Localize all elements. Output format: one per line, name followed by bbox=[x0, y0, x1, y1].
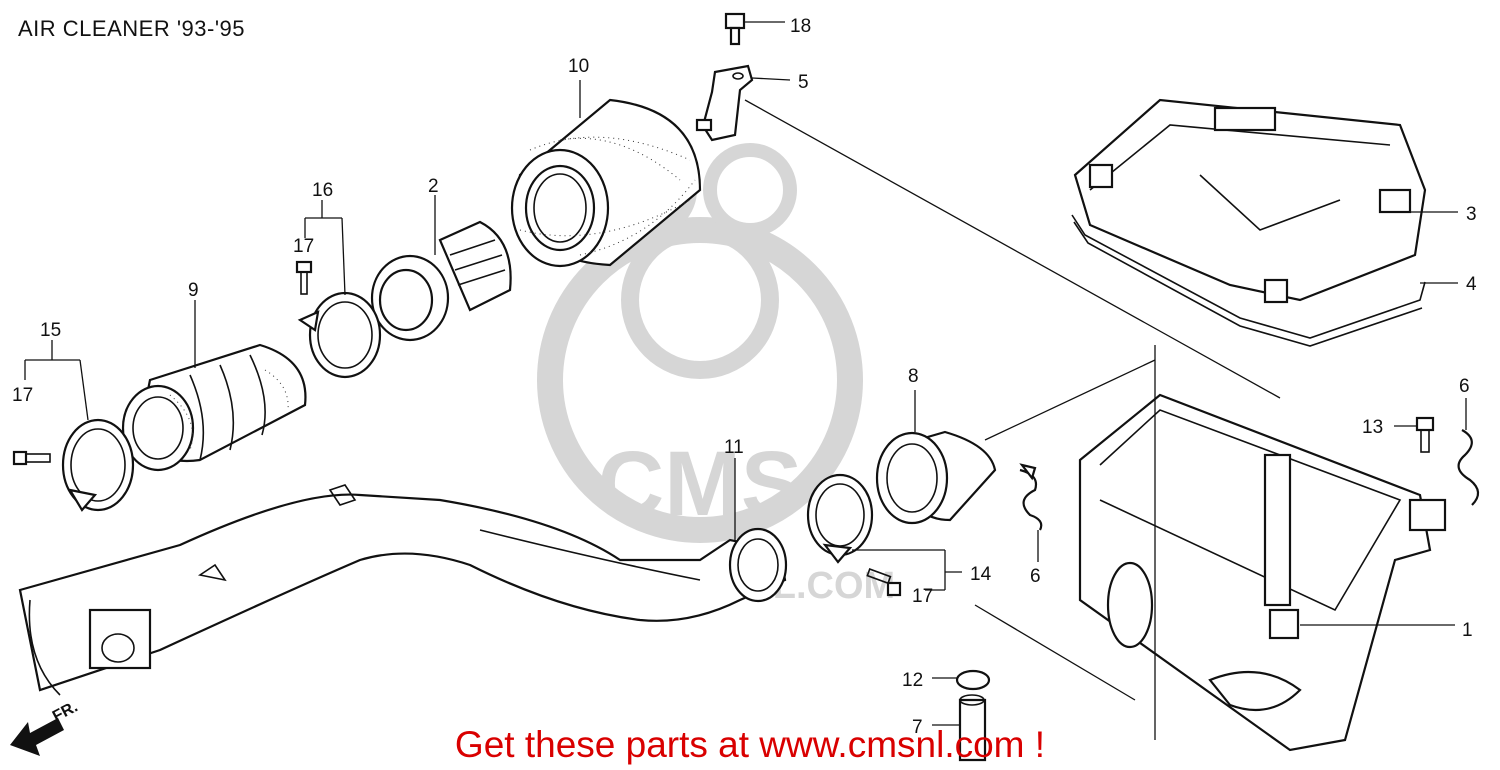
callout-5: 5 bbox=[798, 72, 809, 93]
callout-13: 13 bbox=[1362, 417, 1383, 438]
callout-2: 2 bbox=[428, 176, 439, 197]
callout-9: 9 bbox=[188, 280, 199, 301]
part-5-bracket bbox=[695, 64, 1281, 399]
part-2-filter-holder bbox=[370, 195, 512, 342]
callout-11: 11 bbox=[724, 437, 744, 458]
callout-10: 10 bbox=[568, 56, 589, 77]
part-4-seal bbox=[1071, 214, 1458, 347]
part-9-connecting-tube bbox=[121, 300, 307, 472]
callout-12: 12 bbox=[902, 670, 923, 691]
diagram-title: AIR CLEANER '93-'95 bbox=[18, 16, 245, 41]
part-16-clamp bbox=[297, 200, 382, 379]
part-13-screw bbox=[1394, 416, 1435, 453]
part-3-case-cover bbox=[1073, 98, 1458, 304]
callout-7: 7 bbox=[912, 717, 923, 738]
part-6-clip-left bbox=[1019, 463, 1043, 562]
part-14-clamp bbox=[806, 473, 962, 591]
callout-17-left: 17 bbox=[12, 385, 33, 406]
part-17-screw-c bbox=[866, 568, 902, 597]
callout-14: 14 bbox=[970, 564, 992, 585]
callout-16: 16 bbox=[312, 180, 333, 201]
part-1-air-cleaner-case bbox=[974, 345, 1455, 752]
part-17-screw-b bbox=[12, 450, 51, 466]
callout-3: 3 bbox=[1466, 204, 1477, 225]
footer-link-banner[interactable]: Get these parts at www.cmsnl.com ! bbox=[454, 724, 1046, 765]
callout-1: 1 bbox=[1462, 620, 1473, 641]
callout-4: 4 bbox=[1466, 274, 1477, 295]
callout-6-right: 6 bbox=[1459, 376, 1470, 397]
callout-17-upper: 17 bbox=[293, 236, 314, 257]
callout-labels: 1 2 3 4 5 6 6 7 8 9 10 11 12 13 14 15 16… bbox=[12, 16, 1477, 738]
callout-8: 8 bbox=[908, 366, 919, 387]
callout-18: 18 bbox=[790, 16, 811, 37]
part-7-drain-tube bbox=[932, 694, 987, 762]
watermark-text: CMS bbox=[598, 433, 802, 535]
part-8-joint bbox=[875, 359, 1156, 525]
part-18-bolt bbox=[724, 12, 785, 46]
part-10-air-filter bbox=[510, 80, 702, 268]
callout-15: 15 bbox=[40, 320, 61, 341]
callout-17-lower: 17 bbox=[912, 586, 933, 607]
part-11-air-duct bbox=[18, 458, 788, 696]
part-15-clamp bbox=[24, 340, 135, 512]
callout-6-left: 6 bbox=[1030, 566, 1041, 587]
part-12-clip bbox=[932, 669, 991, 691]
part-17-screw-a bbox=[295, 260, 313, 295]
part-6-clip-right bbox=[1457, 398, 1480, 506]
